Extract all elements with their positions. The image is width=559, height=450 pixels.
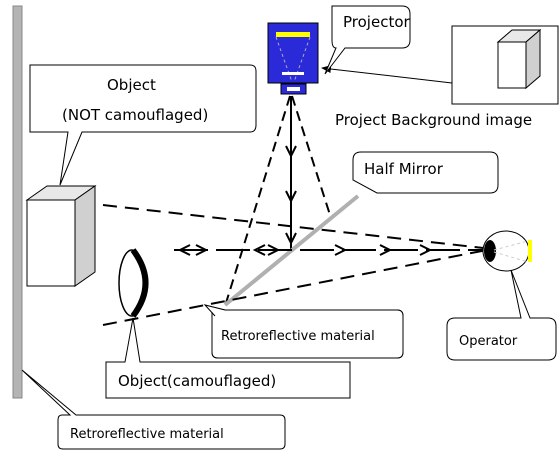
callout-object-not-camouflaged: Object (NOT camouflaged)	[29, 64, 257, 186]
object-label-line2: (NOT camouflaged)	[62, 106, 208, 124]
project-background-label: Project Background image	[335, 111, 532, 129]
callout-projector: Projector	[324, 5, 411, 75]
operator-eye	[482, 230, 532, 272]
projector	[267, 22, 319, 95]
half-mirror-label: Half Mirror	[364, 160, 444, 178]
retroreflective-screen-label: Retroreflective material	[221, 329, 375, 344]
retroreflective-wall-label: Retroreflective material	[70, 427, 224, 442]
callout-operator: Operator	[446, 269, 557, 361]
camouflaged-object	[118, 248, 149, 318]
callout-retroreflective-screen: Retroreflective material	[203, 304, 404, 359]
background-image-frame	[451, 25, 559, 105]
callout-retroreflective-wall: Retroreflective material	[21, 369, 286, 450]
callout-object-camouflaged: Object(camouflaged)	[105, 317, 351, 399]
projector-label: Projector	[343, 13, 410, 31]
retroreflective-wall	[12, 5, 23, 399]
object-camouflaged-label: Object(camouflaged)	[118, 372, 276, 390]
object-label-line1: Object	[107, 76, 156, 94]
operator-label: Operator	[459, 334, 518, 349]
callout-half-mirror: Half Mirror	[352, 151, 499, 194]
object-box	[25, 185, 97, 287]
